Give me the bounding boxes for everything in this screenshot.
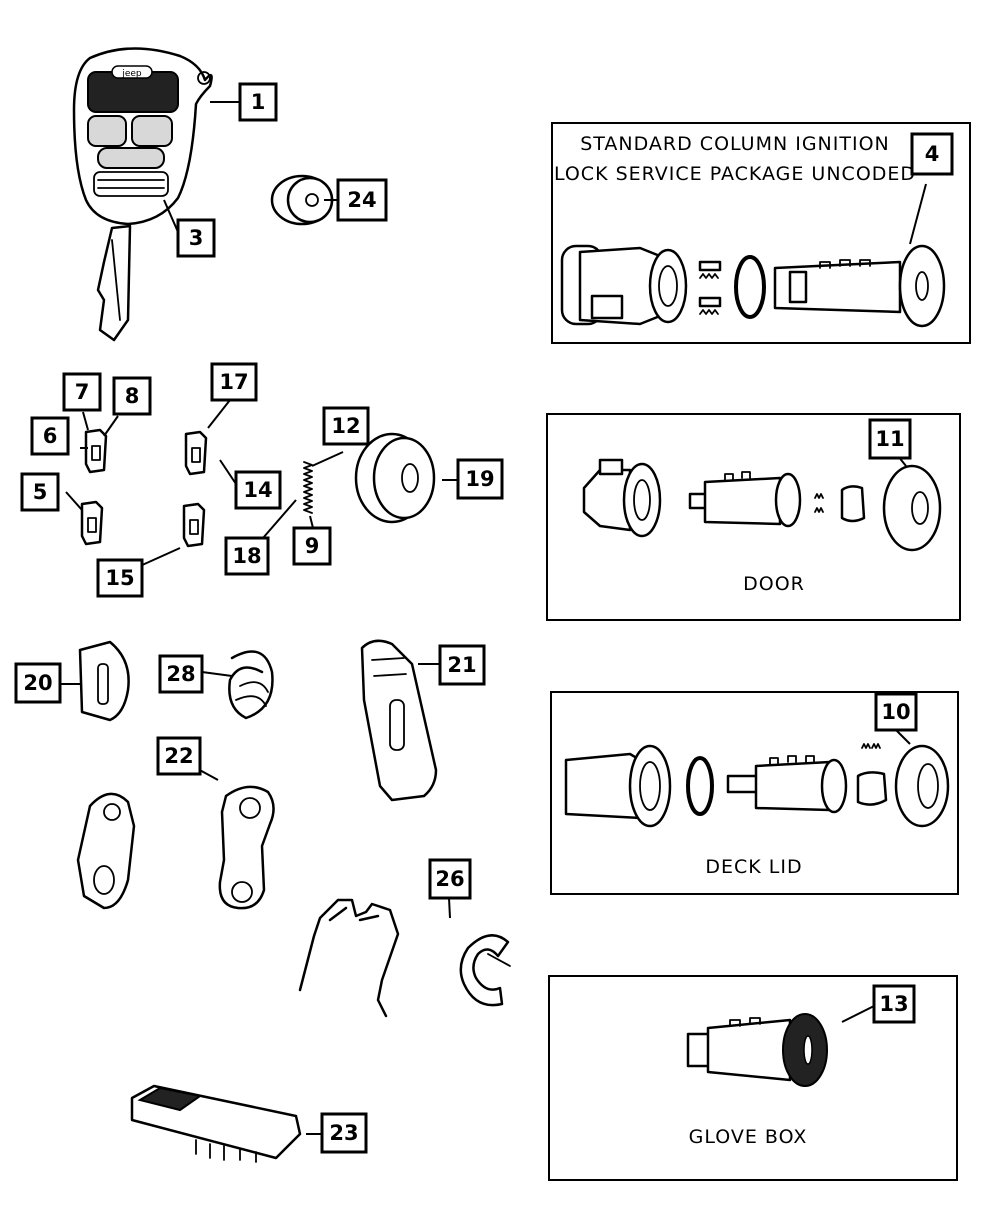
svg-text:1: 1: [251, 90, 266, 114]
svg-text:14: 14: [243, 478, 272, 502]
svg-text:23: 23: [329, 1121, 358, 1145]
callout-13: 13: [872, 984, 916, 1024]
lever-21: [360, 639, 438, 802]
callout-26: 26: [428, 858, 472, 900]
svg-text:6: 6: [43, 424, 58, 448]
ignition-cylinder: [773, 244, 946, 328]
panel-ignition: STANDARD COLUMN IGNITION LOCK SERVICE PA…: [551, 122, 971, 344]
svg-text:22: 22: [164, 744, 193, 768]
ignition-housing: [560, 244, 688, 326]
svg-text:10: 10: [881, 700, 910, 724]
callout-3: 3: [176, 218, 216, 258]
callout-19: 19: [456, 458, 504, 500]
spring-clip-28: [228, 650, 274, 720]
svg-text:18: 18: [232, 544, 261, 568]
callout-21: 21: [438, 644, 486, 686]
e-clip-26: [459, 934, 511, 1007]
svg-text:13: 13: [879, 992, 908, 1016]
callout-14: 14: [234, 470, 282, 510]
callout-1: 1: [238, 82, 278, 122]
callout-10: 10: [874, 692, 918, 732]
panel-glove-box-label: GLOVE BOX: [689, 1126, 808, 1148]
deck-lid-o-ring: [686, 756, 714, 816]
ignition-springs: [698, 260, 722, 315]
deck-lid-housing: [564, 744, 672, 828]
svg-text:21: 21: [447, 653, 476, 677]
callout-17: 17: [210, 362, 258, 402]
callout-23: 23: [320, 1112, 368, 1154]
deck-lid-bezel: [894, 744, 950, 828]
svg-text:7: 7: [75, 380, 90, 404]
deck-lid-retainer: [856, 771, 888, 806]
callout-8: 8: [112, 376, 152, 416]
callout-11: 11: [868, 418, 912, 460]
callout-5: 5: [20, 472, 60, 512]
tumbler-15: [182, 502, 206, 548]
door-springs: [814, 493, 824, 513]
callout-12: 12: [322, 406, 370, 446]
svg-text:26: 26: [435, 867, 464, 891]
glove-box-cylinder: [686, 1013, 828, 1087]
door-retainer: [840, 485, 866, 523]
callout-24: 24: [336, 178, 388, 222]
panel-ignition-line-1: STANDARD COLUMN IGNITION: [580, 133, 890, 155]
svg-text:24: 24: [347, 188, 376, 212]
tumbler-5: [80, 500, 104, 546]
door-cylinder: [688, 471, 802, 528]
svg-text:20: 20: [23, 671, 52, 695]
spring-12: [303, 461, 313, 514]
callout-22: 22: [156, 736, 202, 776]
callout-9: 9: [292, 526, 332, 566]
door-bezel: [882, 464, 942, 552]
svg-text:8: 8: [125, 384, 140, 408]
svg-text:12: 12: [331, 414, 360, 438]
tumbler-6: [84, 428, 108, 474]
deck-lid-springs: [861, 743, 881, 749]
door-housing: [582, 458, 662, 538]
lock-lever-right: [218, 785, 275, 910]
control-module-23: [130, 1084, 302, 1163]
remote-key: jeep: [72, 47, 213, 342]
callout-6: 6: [30, 416, 70, 456]
callout-20: 20: [14, 662, 62, 704]
svg-text:19: 19: [465, 467, 494, 491]
svg-text:17: 17: [219, 370, 248, 394]
svg-text:15: 15: [105, 566, 134, 590]
deck-lid-cylinder: [726, 755, 848, 814]
lock-lever-left: [76, 792, 136, 910]
callout-18: 18: [224, 536, 270, 576]
ignition-o-ring: [734, 255, 766, 319]
wire-clip: [298, 898, 400, 1018]
panel-door-label: DOOR: [743, 573, 805, 595]
svg-text:9: 9: [305, 534, 320, 558]
svg-text:3: 3: [189, 226, 204, 250]
callout-7: 7: [62, 372, 102, 412]
svg-text:11: 11: [875, 427, 904, 451]
callout-28: 28: [158, 654, 204, 694]
remote-brand-label: jeep: [121, 69, 142, 79]
tumbler-14: [184, 430, 208, 476]
bezel-19: [354, 432, 436, 524]
washer-24: [270, 174, 334, 226]
callout-4: 4: [910, 132, 954, 176]
svg-text:28: 28: [166, 662, 195, 686]
callout-15: 15: [96, 558, 144, 598]
svg-text:4: 4: [925, 142, 940, 166]
svg-text:5: 5: [33, 480, 48, 504]
retainer-20: [78, 640, 130, 722]
panel-ignition-line-2: LOCK SERVICE PACKAGE UNCODED: [554, 163, 916, 185]
panel-deck-lid-label: DECK LID: [705, 856, 802, 878]
